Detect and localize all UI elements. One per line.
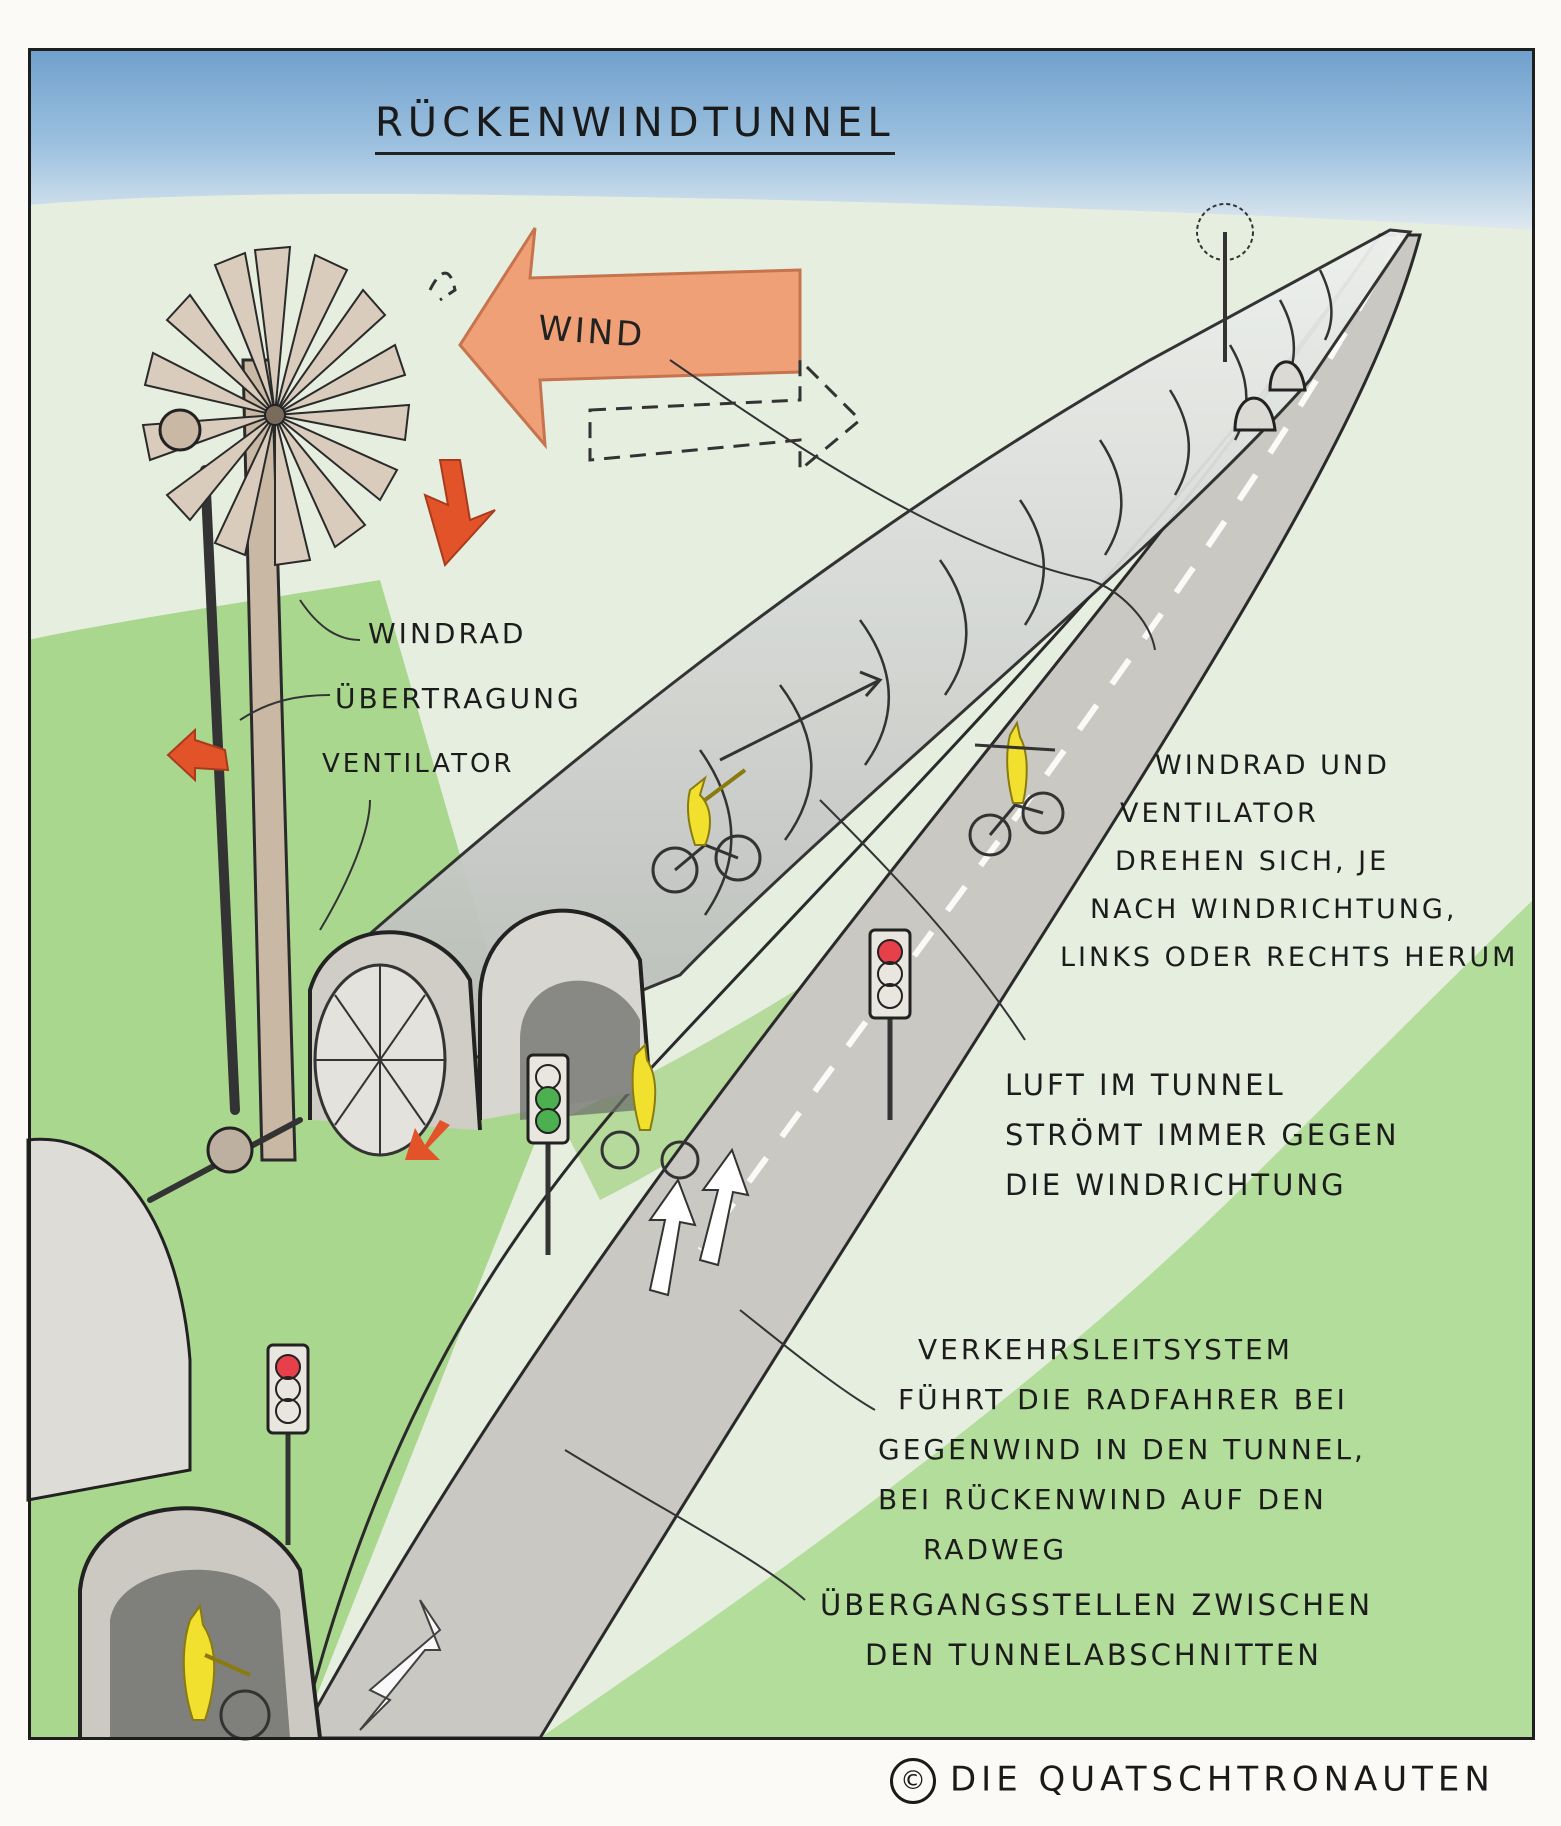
ventilator-wheel	[313, 963, 447, 1157]
traffic-light-red-left	[266, 1343, 310, 1545]
annotation-air-line: LUFT IM TUNNEL	[1005, 1068, 1286, 1102]
wind-arrow-dashed	[588, 356, 863, 474]
annotation-traffic-system: VERKEHRSLEITSYSTEM FÜHRT DIE RADFAHRER B…	[878, 1325, 1366, 1575]
sky	[28, 48, 1533, 230]
label-ventilator: VENTILATOR	[322, 749, 515, 779]
annotation-traffic-line: FÜHRT DIE RADFAHRER BEI	[898, 1383, 1348, 1416]
copyright-icon: ©	[890, 1758, 936, 1804]
grass-right	[540, 900, 1533, 1738]
rotation-arrow-fan	[405, 1120, 450, 1160]
annotation-air-line: STRÖMT IMMER GEGEN	[1005, 1118, 1400, 1152]
wind-arrow-label: WIND	[536, 308, 647, 356]
cyclist-entering-tunnel	[600, 1042, 700, 1180]
road-direction-arrows	[359, 1147, 750, 1731]
annotation-crossings-line: DEN TUNNELABSCHNITTEN	[865, 1638, 1322, 1672]
cyclist-lower-tunnel	[182, 1603, 271, 1741]
transmission-rod	[200, 465, 240, 1115]
cyclist-on-path	[968, 720, 1065, 857]
rotation-arrow-windrad	[423, 459, 496, 568]
page-title: RÜCKENWINDTUNNEL	[375, 100, 895, 155]
tunnel-ribs	[698, 269, 1333, 916]
annotation-traffic-line: RADWEG	[923, 1533, 1068, 1566]
distant-windmill	[1196, 203, 1254, 362]
annotation-crossings: ÜBERGANGSSTELLEN ZWISCHEN DEN TUNNELABSC…	[820, 1580, 1373, 1680]
wind-arrow	[458, 227, 802, 450]
distant-tunnel-entrance	[1233, 396, 1277, 432]
annotation-rotation-line: WINDRAD UND	[1155, 750, 1390, 781]
annotation-crossings-line: ÜBERGANGSSTELLEN ZWISCHEN	[820, 1588, 1374, 1622]
annotation-traffic-line: GEGENWIND IN DEN TUNNEL,	[878, 1433, 1366, 1466]
annotation-rotation-line: NACH WINDRICHTUNG,	[1090, 894, 1458, 925]
annotation-rotation-line: VENTILATOR	[1120, 798, 1319, 829]
annotation-air-line: DIE WINDRICHTUNG	[1005, 1168, 1347, 1202]
annotation-leader-lines	[239, 359, 1156, 1601]
label-windrad: WINDRAD	[368, 617, 527, 650]
windmill-tail	[158, 408, 202, 452]
annotation-traffic-line: BEI RÜCKENWIND AUF DEN	[878, 1483, 1327, 1516]
windmill-rotor	[141, 245, 411, 567]
annotation-air-flow: LUFT IM TUNNEL STRÖMT IMMER GEGEN DIE WI…	[1005, 1060, 1400, 1210]
copyright-text: DIE QUATSCHTRONAUTEN	[950, 1759, 1495, 1800]
traffic-light-green	[526, 1053, 570, 1255]
path-center-line	[697, 233, 1403, 1252]
annotation-rotation-line: LINKS ODER RECHTS HERUM	[1060, 942, 1519, 973]
cyclist-in-tunnel	[651, 768, 762, 894]
annotation-rotation-line: DREHEN SICH, JE	[1115, 846, 1390, 877]
rotation-arrow-transmission	[166, 727, 230, 783]
distant-tunnel-entrance-2	[1268, 360, 1307, 392]
tunnel-airflow-arrowhead	[859, 670, 883, 697]
annotation-rotation: WINDRAD UND VENTILATOR DREHEN SICH, JE N…	[1060, 742, 1518, 982]
traffic-light-red-right	[868, 928, 912, 1120]
annotation-traffic-line: VERKEHRSLEITSYSTEM	[918, 1333, 1293, 1366]
rotation-arrow-dashed	[428, 271, 457, 302]
copyright-notice: © DIE QUATSCHTRONAUTEN	[890, 1758, 1495, 1804]
tunnel-segment-lower	[26, 1137, 192, 1502]
label-uebertragung: ÜBERTRAGUNG	[335, 682, 582, 715]
gear	[206, 1126, 254, 1174]
tunnel-airflow-arrow	[719, 678, 881, 762]
